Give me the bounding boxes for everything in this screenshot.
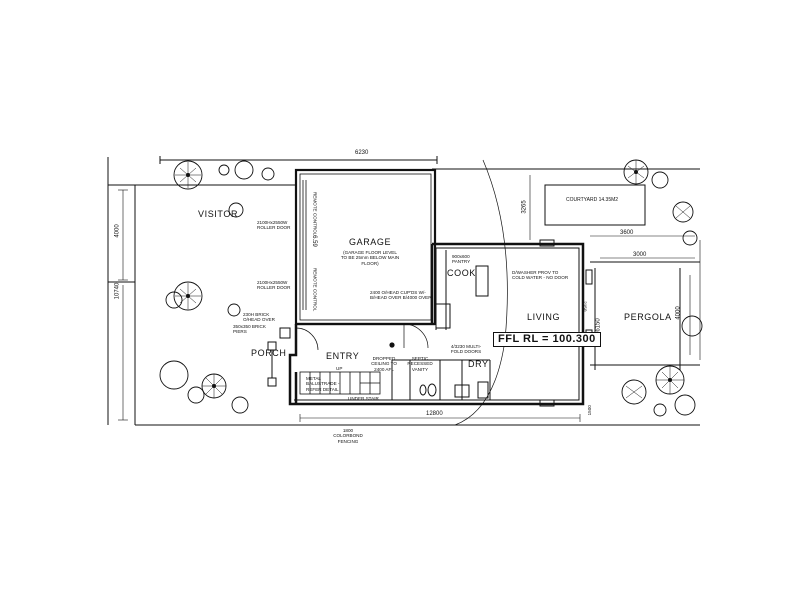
pantry-note: 900x600 PANTRY: [452, 254, 471, 265]
fencing-note: 1800 COLORBOND FENCING: [333, 428, 363, 444]
garage-floor-note: (GARAGE FLOOR LEVEL TO BE 25mm BELOW MAI…: [340, 250, 400, 266]
remote-control-note-lower: REMOTE CONTROL: [312, 267, 318, 312]
dimension-right-outer: 4000: [675, 306, 682, 320]
recessed-vanity-note: SEPTIC RECESSED VANITY: [407, 356, 433, 372]
dimension-bottom-side: 1500: [586, 405, 592, 416]
room-label-porch: PORCH: [251, 348, 287, 358]
remote-control-note-upper: REMOTE CONTROL: [312, 191, 318, 236]
dimension-lines: [118, 175, 701, 422]
stair-up-note: UP: [336, 366, 343, 371]
room-label-garage: GARAGE: [349, 237, 392, 247]
room-label-visitor: VISITOR: [198, 209, 239, 219]
dishwasher-note: D/WASHER PROV TO COLD WATER - NO DOOR: [512, 270, 569, 281]
overhead-cupboard-note: 2400 O/HEAD CUP'DS W/- B/HEAD OVER B/400…: [370, 290, 432, 301]
room-label-living: LIVING: [527, 312, 561, 322]
brick-piers-note: 350x350 BRICK PIERS: [233, 324, 266, 335]
stairs: [299, 371, 381, 395]
porch-piers: [267, 327, 291, 387]
dimension-right-mid: 3000: [633, 252, 647, 258]
tree-trunks: [186, 170, 672, 388]
room-label-pergola: PERGOLA: [624, 312, 672, 322]
courtyard-note: COURTYARD 14.35M2: [566, 197, 619, 203]
dimension-living-depth: 6150: [595, 318, 602, 332]
garage-walls: [294, 168, 437, 326]
room-label-dry: DRY: [468, 359, 489, 369]
house-inner-walls: [294, 247, 580, 401]
site-boundary: [107, 156, 700, 426]
under-stair-note: UNDER STAIR: [348, 396, 379, 401]
roller-door-note-lower: 2100Hx2550W ROLLER DOOR: [257, 280, 291, 291]
dropped-ceiling-note: DROPPED CEILING TO 2400 AFL: [371, 356, 397, 372]
house-walls: [288, 242, 585, 406]
ffl-level-badge: FFL RL = 100.300: [493, 332, 601, 347]
dimension-left-upper: 4000: [114, 224, 121, 238]
dimension-right-upper: 3600: [620, 230, 634, 236]
roller-door-note-upper: 2100Hx2550W ROLLER DOOR: [257, 220, 291, 231]
brick-head-note: 230H BRICK O/HEAD OVER: [243, 312, 275, 323]
pergola-structure: [539, 239, 700, 407]
dimension-courtyard-depth: 3265: [521, 200, 528, 214]
room-label-entry: ENTRY: [326, 351, 360, 361]
multi-fold-doors-note: 4/3230 MULTI-FOLD DOORS: [450, 344, 482, 355]
dimension-bottom: 12800: [426, 411, 443, 417]
room-label-cook: COOK: [447, 268, 476, 278]
dimension-pergola-side: 2150: [582, 301, 588, 312]
courtyard-box: [544, 184, 646, 226]
dimension-top: 6230: [355, 150, 369, 156]
balustrade-note: METAL BALUSTRADE - REFER DETAIL: [306, 376, 340, 392]
dimension-left-lower: 10740: [114, 282, 121, 300]
dimension-garage-depth: 6.59: [310, 235, 317, 247]
